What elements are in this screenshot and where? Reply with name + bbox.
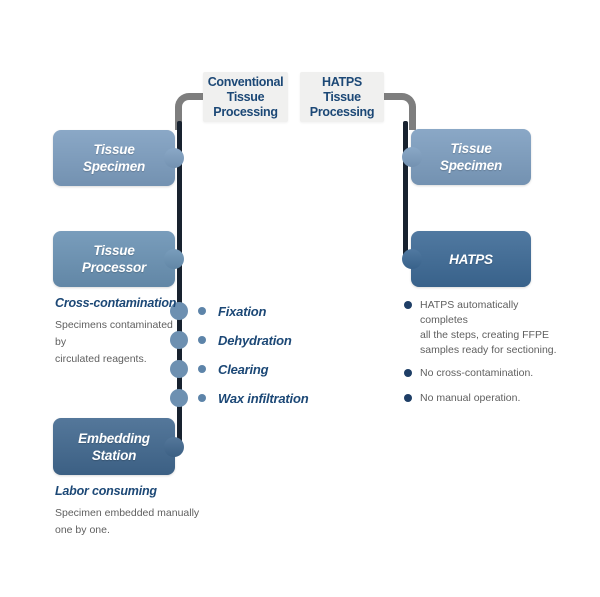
step-knob-icon bbox=[170, 302, 188, 320]
header-conventional-tissue-processing: Conventional Tissue Processing bbox=[203, 72, 288, 122]
node-tissue-specimen-left: Tissue Specimen bbox=[53, 130, 175, 186]
bullet-dot-icon bbox=[198, 365, 206, 373]
step-row-fixation: Fixation bbox=[170, 302, 266, 320]
step-row-dehydration: Dehydration bbox=[170, 331, 292, 349]
flow-line-right bbox=[403, 121, 408, 259]
note-title: Labor consuming bbox=[55, 484, 157, 498]
bullet-dot-icon bbox=[404, 301, 412, 309]
node-tissue-processor: Tissue Processor bbox=[53, 231, 175, 287]
elbow-connector-right-icon bbox=[380, 93, 416, 130]
node-label: Tissue Specimen bbox=[439, 141, 503, 173]
bullet-dot-icon bbox=[198, 394, 206, 402]
step-label: Clearing bbox=[218, 361, 269, 377]
bullet-dot-icon bbox=[198, 307, 206, 315]
step-knob-icon bbox=[170, 389, 188, 407]
step-label: Wax infiltration bbox=[218, 390, 309, 406]
bullet-dot-icon bbox=[404, 369, 412, 377]
step-knob-icon bbox=[170, 331, 188, 349]
note-body: Specimens contaminated by circulated rea… bbox=[55, 319, 173, 365]
bullet-dot-icon bbox=[198, 336, 206, 344]
benefit-text: No manual operation. bbox=[420, 392, 521, 404]
note-cross-contamination: Cross-contamination Specimens contaminat… bbox=[55, 296, 185, 368]
node-embedding-station: Embedding Station bbox=[53, 418, 175, 475]
bullet-dot-icon bbox=[404, 394, 412, 402]
step-label: Fixation bbox=[218, 303, 267, 319]
node-label: Tissue Processor bbox=[81, 243, 147, 275]
flow-line-left bbox=[177, 121, 182, 449]
elbow-connector-left-icon bbox=[175, 93, 215, 130]
benefit-item: No cross-contamination. bbox=[404, 366, 564, 381]
header-label: HATPS Tissue Processing bbox=[309, 74, 375, 119]
node-label: Embedding Station bbox=[78, 430, 150, 463]
note-labor-consuming: Labor consuming Specimen embedded manual… bbox=[55, 484, 200, 539]
node-hatps: HATPS bbox=[411, 231, 531, 287]
note-body: Specimen embedded manually one by one. bbox=[55, 507, 200, 536]
benefit-item: HATPS automatically completes all the st… bbox=[404, 298, 564, 358]
header-label: Conventional Tissue Processing bbox=[207, 74, 284, 119]
node-tissue-specimen-right: Tissue Specimen bbox=[411, 129, 531, 185]
header-hatps-tissue-processing: HATPS Tissue Processing bbox=[300, 72, 384, 122]
step-row-clearing: Clearing bbox=[170, 360, 269, 378]
node-label: Tissue Specimen bbox=[82, 142, 146, 174]
node-label: HATPS bbox=[449, 251, 493, 267]
step-label: Dehydration bbox=[218, 332, 292, 348]
benefit-text: No cross-contamination. bbox=[420, 367, 534, 379]
note-title: Cross-contamination bbox=[55, 296, 177, 310]
step-row-wax-infiltration: Wax infiltration bbox=[170, 389, 309, 407]
benefit-text: HATPS automatically completes all the st… bbox=[420, 299, 557, 356]
benefit-item: No manual operation. bbox=[404, 391, 564, 406]
hatps-benefits-list: HATPS automatically completes all the st… bbox=[404, 298, 564, 415]
step-knob-icon bbox=[170, 360, 188, 378]
